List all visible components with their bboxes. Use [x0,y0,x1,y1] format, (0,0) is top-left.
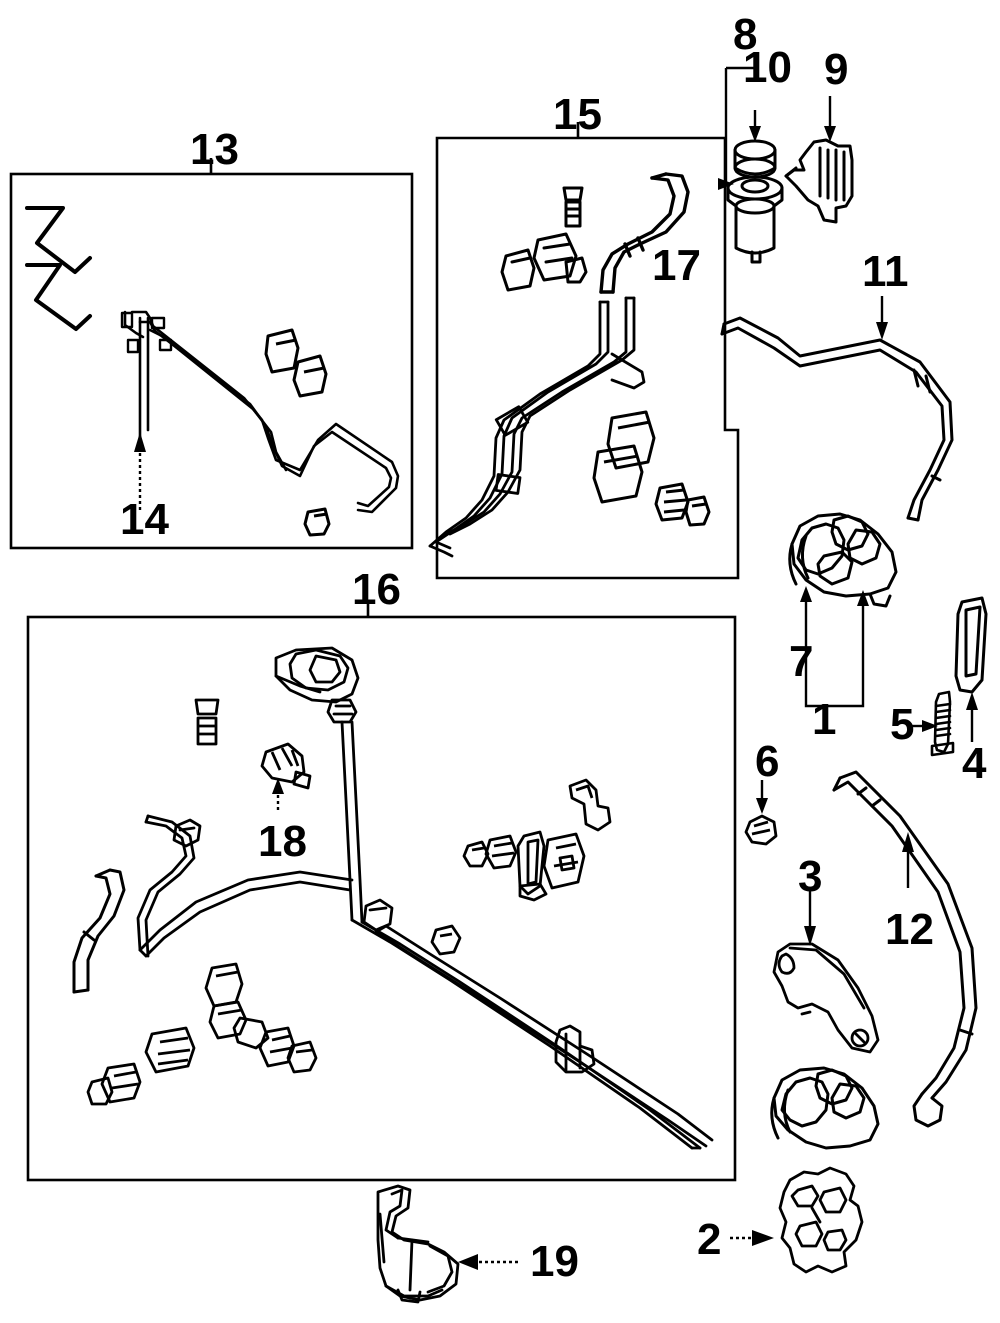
callout-label-4: 4 [962,739,987,788]
callout-9-leader [824,96,836,142]
box15-tube-assembly [428,296,646,558]
box16-small-parts [194,698,612,956]
callout-label-1: 1 [812,695,837,744]
box13-grommets [264,328,331,537]
callout-label-5: 5 [890,700,915,749]
callout-label-2: 2 [697,1215,722,1264]
callout-label-10: 10 [743,43,792,92]
callout-label-8: 8 [733,10,758,59]
callout-label-16: 16 [352,565,401,614]
box16-bottom-cluster [86,962,318,1106]
box15-parts [500,186,588,292]
callout-label-15: 15 [553,90,602,139]
pump-housing-2 [778,1166,864,1274]
callout-label-12: 12 [885,905,934,954]
callout-label-6: 6 [755,737,780,786]
callout-1-leader [804,590,869,724]
box13-parts [25,206,92,331]
pump-pulley-7 [788,512,898,608]
callout-label-3: 3 [798,852,823,901]
callout-label-7: 7 [789,637,814,686]
group-box-15 [435,122,740,580]
return-hose-17 [599,172,690,294]
callout-6-leader [756,780,768,814]
reservoir-bracket-9 [784,138,854,224]
lower-pump-pulley [770,1066,880,1150]
pump-bracket-3 [772,942,880,1054]
callout-19-leader [458,1254,518,1270]
reservoir-assembly [726,139,784,264]
callout-label-13: 13 [190,125,239,174]
box16-left-hose [72,868,126,994]
callout-12-leader [902,832,914,888]
box13-cooler-tubes [120,310,400,514]
group-box-16 [26,600,737,1182]
suction-hose-11 [720,316,954,522]
pressure-hose-12 [832,770,978,1128]
callout-4-leader [966,692,978,742]
callout-18-leader [272,778,284,810]
callout-label-18: 18 [258,817,307,866]
callout-8-leader [718,66,756,190]
filter-cylinder-4 [954,596,988,694]
box16-tube-assembly [136,646,714,1150]
callout-label-11: 11 [862,247,909,296]
callout-3-leader [804,890,816,946]
callout-5-leader [912,720,938,732]
union-nut-6 [744,814,778,846]
callout-label-17: 17 [652,241,701,290]
callout-10-leader [749,110,761,142]
callout-label-19: 19 [530,1237,579,1286]
callout-14-leader [134,432,146,510]
callout-label-9: 9 [824,45,849,94]
mounting-bolt-5 [930,690,955,757]
group-box-13 [9,158,414,550]
callout-2-leader [730,1230,774,1246]
callout-11-leader [876,296,888,340]
box15-lower-grommets [592,410,711,527]
callout-7-leader [800,586,812,624]
callout-label-14: 14 [120,495,169,544]
oil-cooler-19 [376,1184,460,1304]
